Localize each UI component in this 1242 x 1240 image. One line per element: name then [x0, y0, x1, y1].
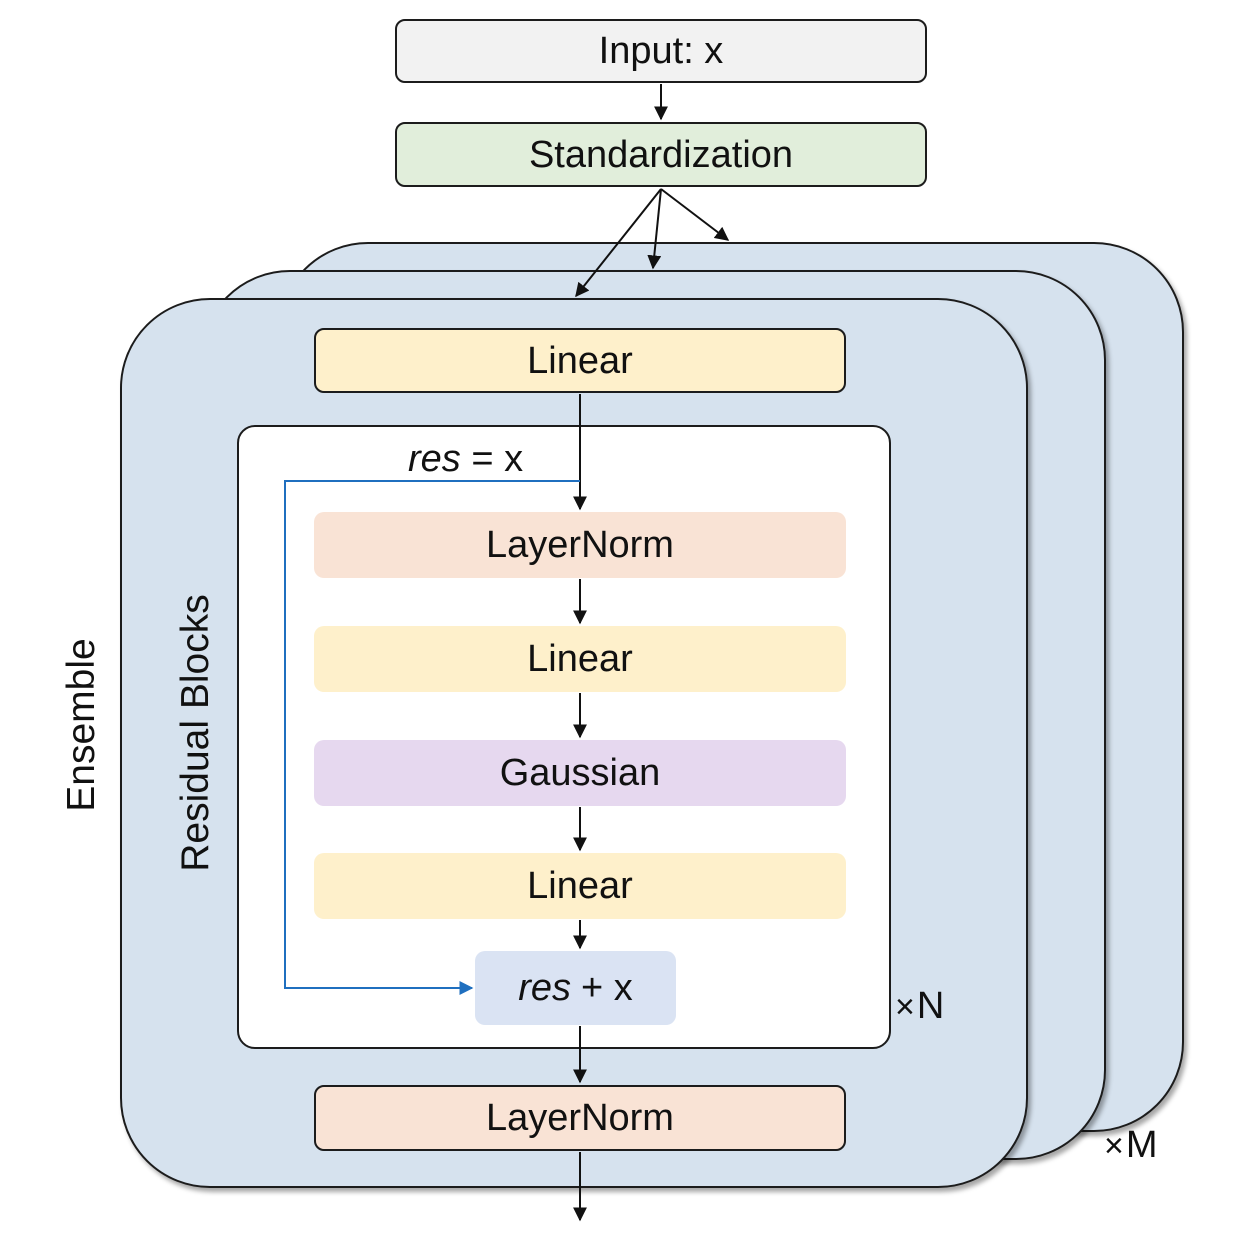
linear-inner-node-1-label: Linear: [527, 638, 633, 680]
residual-sum-node: res + x: [475, 951, 676, 1025]
ensemble-label: Ensemble: [60, 638, 103, 812]
residual-assign-label: res = x: [408, 438, 523, 481]
residual-blocks-label: Residual Blocks: [174, 594, 217, 872]
layernorm-output-node: LayerNorm: [314, 1085, 846, 1151]
residual-assign-var: res: [408, 438, 461, 480]
repeat-n-value: N: [916, 985, 945, 1027]
repeat-n-label: ×N: [895, 985, 944, 1028]
linear-inner-node-2: Linear: [314, 853, 846, 919]
linear-inner-node-2-label: Linear: [527, 865, 633, 907]
input-node: Input: x: [395, 19, 927, 83]
linear-input-node: Linear: [314, 328, 846, 393]
gaussian-node: Gaussian: [314, 740, 846, 806]
layernorm-inner-node: LayerNorm: [314, 512, 846, 578]
linear-input-node-label: Linear: [527, 339, 633, 382]
times-symbol-m: ×: [1104, 1127, 1124, 1165]
layernorm-output-node-label: LayerNorm: [486, 1097, 674, 1139]
layernorm-inner-node-label: LayerNorm: [486, 524, 674, 566]
input-node-label: Input: x: [598, 30, 724, 72]
residual-sum-var: res: [518, 967, 572, 1009]
times-symbol-n: ×: [895, 988, 915, 1026]
repeat-m-label: ×M: [1104, 1124, 1158, 1167]
residual-assign-rest: = x: [471, 438, 524, 480]
gaussian-node-label: Gaussian: [499, 752, 661, 794]
linear-inner-node-1: Linear: [314, 626, 846, 692]
arrow-standardization-to-back: [660, 188, 730, 241]
repeat-m-value: M: [1125, 1124, 1158, 1166]
standardization-node: Standardization: [395, 122, 927, 187]
standardization-node-label: Standardization: [528, 133, 794, 176]
residual-sum-rest: + x: [581, 967, 633, 1009]
